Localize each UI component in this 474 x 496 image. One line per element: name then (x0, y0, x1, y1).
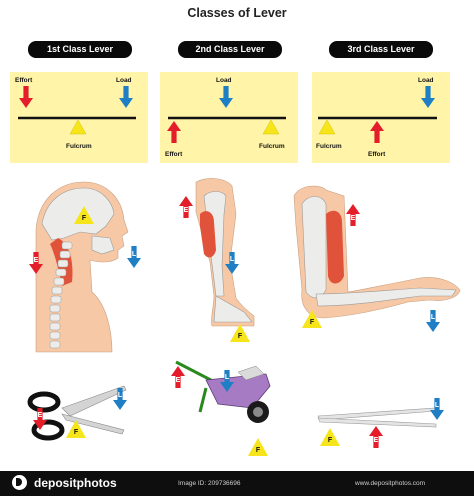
tweezers-illustration (317, 407, 437, 428)
leg-illustration (195, 178, 255, 327)
footer-url: www.depositphotos.com (355, 480, 426, 487)
head-load-letter: L (131, 251, 137, 258)
leg-fulcrum-letter: F (237, 333, 243, 340)
panel1-effort-label: Effort (15, 77, 33, 84)
head-fulcrum-letter: F (81, 215, 87, 222)
header-1st-class: 1st Class Lever (28, 41, 132, 58)
arm-load-letter: L (430, 314, 436, 321)
arm-fulcrum-letter: F (309, 319, 315, 326)
arm-effort-letter: E (350, 215, 356, 222)
wheelbarrow-illustration (175, 360, 271, 423)
panel3-load-arrow (421, 86, 435, 108)
arm-illustration (293, 185, 461, 319)
head-fulcrum-marker (74, 206, 94, 224)
panel3-fulcrum-label: Fulcrum (316, 143, 342, 150)
scissors-illustration (27, 385, 127, 441)
panel2-load-arrow (219, 86, 233, 108)
panel3-fulcrum (318, 119, 336, 135)
panel3-load-label: Load (418, 77, 434, 84)
leg-effort-letter: E (183, 207, 189, 214)
leg-fulcrum-marker (230, 324, 250, 342)
scissors-fulcrum-marker (66, 420, 86, 438)
wheelbarrow-fulcrum-letter: F (255, 447, 261, 454)
tweezers-load-letter: L (434, 402, 440, 409)
panel1-fulcrum-label: Fulcrum (66, 143, 92, 150)
depositphotos-logo-icon (12, 475, 27, 490)
scissors-load-letter: L (117, 392, 123, 399)
tweezers-fulcrum-letter: F (327, 437, 333, 444)
panel2-fulcrum (262, 119, 280, 135)
panel3-effort-label: Effort (368, 151, 386, 158)
wheelbarrow-load-letter: L (224, 374, 230, 381)
header-3rd-class: 3rd Class Lever (329, 41, 433, 58)
panel1-effort-arrow (19, 86, 33, 108)
arm-fulcrum-marker (302, 310, 322, 328)
footer-bar (0, 471, 474, 496)
leg-load-letter: L (229, 256, 235, 263)
wheelbarrow-fulcrum-marker (248, 438, 268, 456)
panel1-load-arrow (119, 86, 133, 108)
head-neck-illustration (35, 181, 129, 353)
panel2-effort-arrow (167, 121, 181, 143)
panel2-load-label: Load (216, 77, 232, 84)
tweezers-fulcrum-marker (320, 428, 340, 446)
panel1-load-label: Load (116, 77, 132, 84)
head-effort-letter: E (33, 257, 39, 264)
panel2-fulcrum-label: Fulcrum (259, 143, 285, 150)
header-2nd-class: 2nd Class Lever (178, 41, 282, 58)
scissors-fulcrum-letter: F (73, 429, 79, 436)
footer-logo-text: depositphotos (34, 476, 117, 490)
panel2-effort-label: Effort (165, 151, 183, 158)
page-title: Classes of Lever (187, 6, 287, 20)
panel3-effort-arrow (370, 121, 384, 143)
scissors-effort-letter: E (37, 412, 43, 419)
tweezers-effort-letter: E (373, 437, 379, 444)
panel1-fulcrum (69, 119, 87, 135)
wheelbarrow-effort-letter: E (175, 377, 181, 384)
footer-image-id: Image ID: 209736696 (178, 480, 241, 487)
